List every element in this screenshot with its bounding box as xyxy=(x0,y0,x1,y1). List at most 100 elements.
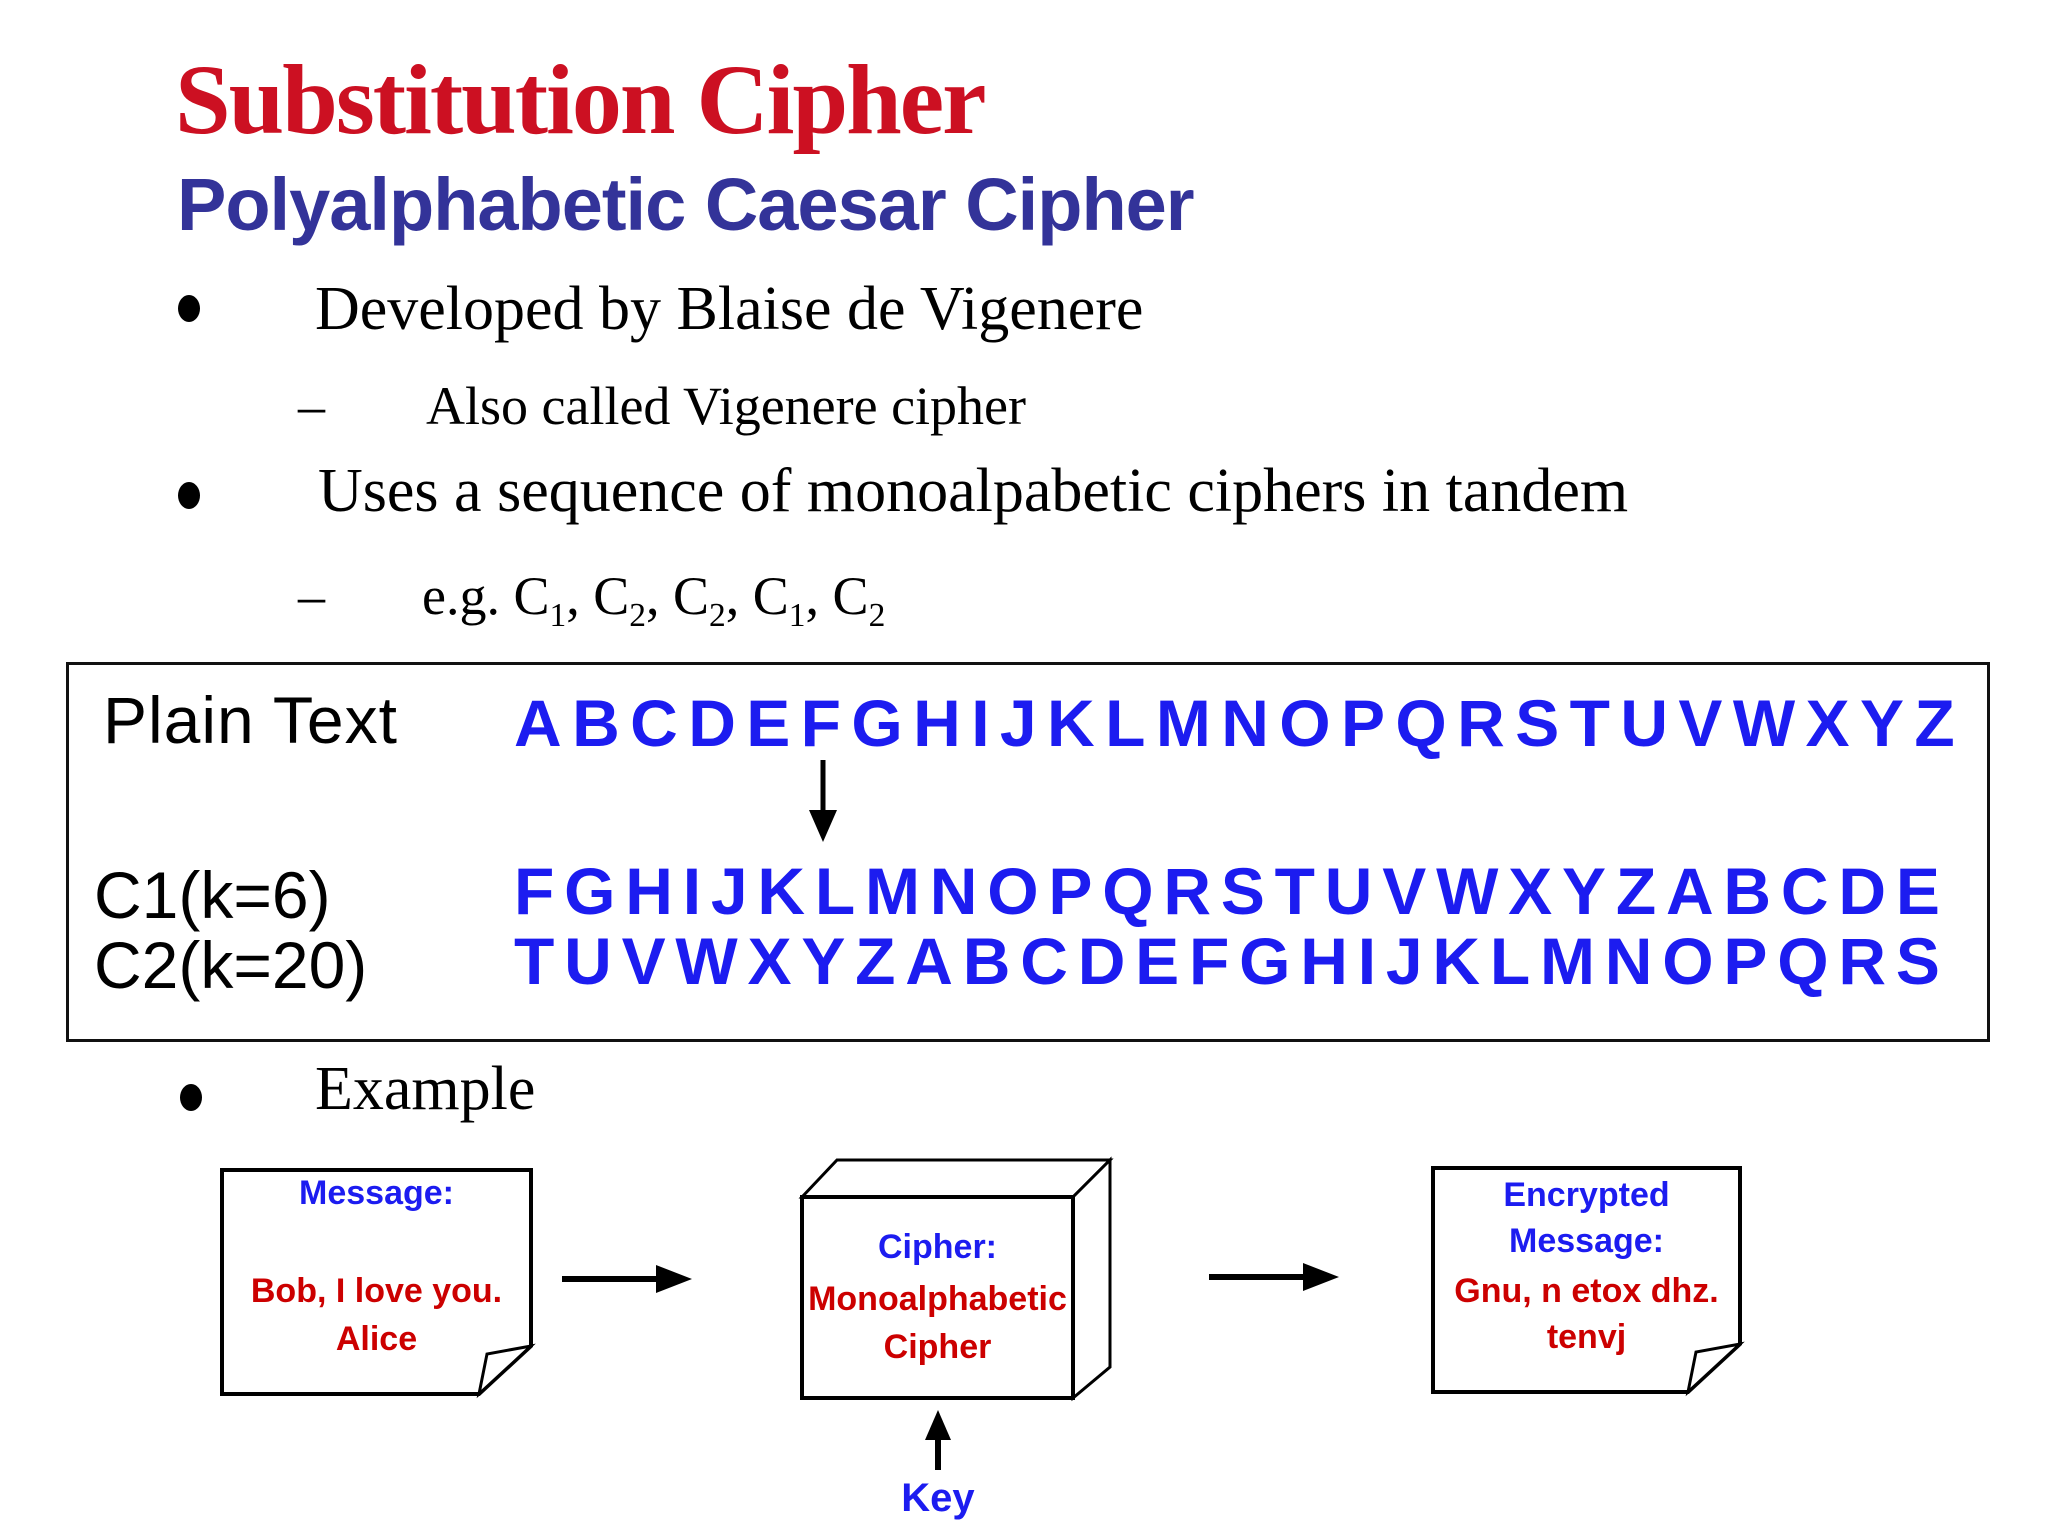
cipher-letter: D xyxy=(1838,854,1887,928)
cipher-letter: K xyxy=(757,854,806,928)
arrow-right-icon xyxy=(562,1265,692,1293)
cipher-letter: S xyxy=(1895,924,1940,998)
cipher-letter: X xyxy=(1508,854,1553,928)
message-box-title: Message: xyxy=(299,1174,454,1212)
cipher-letter: H xyxy=(625,854,673,928)
cipher-letter: R xyxy=(1838,924,1887,998)
cipher-letter: L xyxy=(1489,924,1531,998)
cipher-letter: U xyxy=(564,924,612,998)
cipher-letter: R xyxy=(1163,854,1212,928)
bullet-developed-by: Developed by Blaise de Vigenere xyxy=(315,275,1144,343)
c1-row-label: C1(k=6) xyxy=(94,858,331,932)
plain-text-label: Plain Text xyxy=(103,683,398,757)
dash-marker: – xyxy=(298,566,325,626)
encrypted-box-line1: Gnu, n etox dhz. xyxy=(1454,1272,1719,1310)
cipher-letter: F xyxy=(514,854,555,928)
subscript-text: 1 xyxy=(788,596,806,634)
slide-title: Substitution Cipher xyxy=(175,44,986,155)
cipher-letter: W xyxy=(675,924,738,998)
cipher-letter: G xyxy=(1239,924,1291,998)
cipher-letter: I xyxy=(1357,924,1377,998)
cipher-letter: Y xyxy=(801,924,846,998)
cipher-letter: F xyxy=(800,686,841,760)
cipher-letter: B xyxy=(962,924,1011,998)
cipher-mapping-box xyxy=(66,662,1990,1042)
cipher-letter: M xyxy=(864,854,920,928)
cipher-letter: N xyxy=(1604,924,1653,998)
subscript-text: 2 xyxy=(629,596,646,634)
cipher-letter: N xyxy=(1221,686,1269,760)
cipher-letter: K xyxy=(1047,686,1095,760)
cipher-letter: E xyxy=(1135,924,1180,998)
bullet-uses-sequence: Uses a sequence of monoalpabetic ciphers… xyxy=(318,457,1629,525)
encrypted-note-shape xyxy=(1431,1166,1745,1397)
cipher-letter: O xyxy=(987,854,1039,928)
cipher-letter: J xyxy=(710,854,748,928)
encrypted-box-title2: Message: xyxy=(1509,1222,1664,1260)
subscript-text: 2 xyxy=(709,596,726,634)
cipher-letter: V xyxy=(1382,854,1427,928)
cipher-letter: U xyxy=(1324,854,1373,928)
bullet-dot xyxy=(178,482,200,509)
cipher-letter: Q xyxy=(1395,686,1447,760)
cipher-letter: A xyxy=(1665,854,1714,928)
cipher-letter: C xyxy=(1780,854,1829,928)
cipher-letter: W xyxy=(1436,854,1499,928)
cipher-letter: N xyxy=(929,854,978,928)
cipher-letter: T xyxy=(1569,686,1610,760)
inline-text: , C xyxy=(646,566,710,626)
cipher-letter: M xyxy=(1539,924,1595,998)
cipher-letter: E xyxy=(746,686,791,760)
cipher-letter: G xyxy=(564,854,616,928)
dash-marker: – xyxy=(298,376,325,436)
cipher-letter: L xyxy=(1105,686,1146,760)
message-note-shape xyxy=(220,1168,536,1399)
key-label: Key xyxy=(901,1476,975,1520)
cipher-letter: Z xyxy=(855,924,896,998)
bullet-dot xyxy=(178,295,200,322)
cipher-letter: K xyxy=(1432,924,1481,998)
cipher-box-line2: Cipher xyxy=(883,1328,992,1366)
inline-text: , C xyxy=(566,566,630,626)
sub-bullet-text: e.g. C1, C2, C2, C1, C2 xyxy=(422,566,885,632)
cipher-letter: J xyxy=(999,686,1037,760)
subscript-text: 1 xyxy=(549,596,567,634)
c2-row-label: C2(k=20) xyxy=(94,928,368,1002)
cipher-letter: S xyxy=(1515,686,1560,760)
encrypted-box-title1: Encrypted xyxy=(1503,1176,1670,1214)
cipher-letter: X xyxy=(1805,686,1850,760)
cipher-letter: Z xyxy=(1914,686,1955,760)
bullet-example: Example xyxy=(315,1055,536,1123)
cipher-letter: O xyxy=(1279,686,1331,760)
cipher-letter: Y xyxy=(1859,686,1904,760)
cipher-letter: D xyxy=(688,686,736,760)
message-box-line1: Bob, I love you. xyxy=(250,1272,503,1310)
cipher-letter: A xyxy=(905,924,953,998)
subscript-text: 2 xyxy=(868,596,886,634)
cipher-letter: T xyxy=(514,924,555,998)
message-box-line2: Alice xyxy=(335,1320,418,1358)
cipher-letter: Y xyxy=(1561,854,1607,928)
cipher-letter: T xyxy=(1274,854,1315,928)
cipher-letter: L xyxy=(814,854,856,928)
cipher-letter: U xyxy=(1620,686,1669,760)
inline-text: , C xyxy=(725,566,789,626)
cipher-letter: J xyxy=(1385,924,1423,998)
cipher-letter: O xyxy=(1662,924,1714,998)
cipher-letter: H xyxy=(1300,924,1348,998)
cipher-letter: C xyxy=(630,686,678,760)
arrow-right-icon xyxy=(1209,1263,1339,1291)
cipher-letter: C xyxy=(1020,924,1068,998)
cipher-letter: B xyxy=(572,686,620,760)
cipher-letter: M xyxy=(1155,686,1211,760)
cipher-letter: Z xyxy=(1615,854,1657,928)
slide-subtitle: Polyalphabetic Caesar Cipher xyxy=(177,163,1195,246)
bullet-dot xyxy=(180,1084,202,1111)
cipher-letter: X xyxy=(747,924,792,998)
cipher-letter: Q xyxy=(1102,854,1154,928)
cipher-box-title: Cipher: xyxy=(878,1228,997,1266)
